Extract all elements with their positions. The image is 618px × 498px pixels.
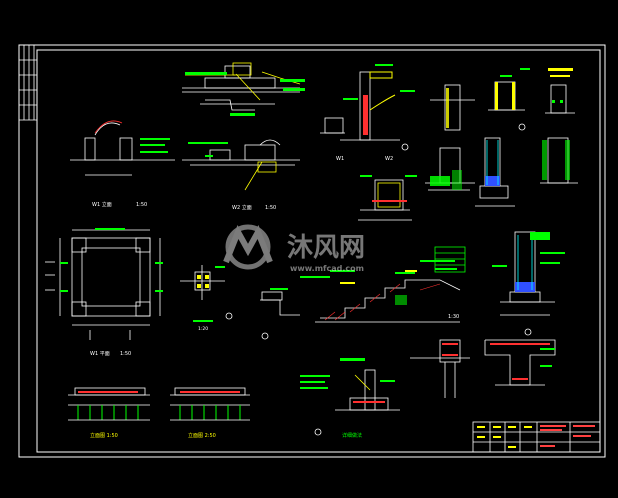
watermark-brand: 沐风网 [287,233,365,263]
column-detail-1 [430,84,475,131]
w2-elevation-label: W2 立面 [232,204,252,211]
foundation-detail-2-cyan [486,140,499,185]
beam-detail-2-green [540,348,555,367]
binding-strip [19,45,37,121]
w1-arch-red [94,120,123,134]
column-detail-3 [545,84,575,114]
foundation-detail-4-red [372,200,407,202]
column-detail-2-yellow [495,82,515,110]
wall-section-yellow [354,374,371,391]
w1-elevation-scale: 1:50 [136,202,147,208]
stair-profile [260,279,461,323]
w1-top-green [185,72,305,116]
stair-annot-box [434,246,466,273]
beam-detail-1-red [442,343,458,356]
foundation-detail-1-hatch [430,170,462,190]
sheet-inner-border [36,49,601,453]
detail-1-label: W1 [336,156,344,162]
w2-elevation-annot [244,161,277,191]
foundation-detail-4-green [360,175,417,177]
stair-yellow [340,270,417,284]
w1-section-red [363,95,368,135]
detail-marker-a [401,143,409,151]
wall-section [335,369,400,411]
bottom-detail-label: 详细做法 [342,432,362,439]
w1-section-yellow [369,71,396,111]
foundation-detail-4 [358,179,412,221]
w1-plan-dims [60,228,163,292]
foundation-detail-2 [475,137,515,207]
column-plan [180,265,225,300]
beam-detail-2-red [490,343,550,380]
wall-elevation-1 [68,387,150,406]
title-block-text [540,425,595,447]
column-detail-2 [488,81,526,131]
sheet-outer-border [18,44,606,458]
watermark-url: www.mfcad.com [290,264,364,273]
pier-detail [500,231,555,316]
wall-elevation-1-posts [77,405,139,420]
w1-elevation-label: W1 立面 [92,201,112,208]
beam-detail-2 [484,339,556,386]
foundation-detail-4-yellow [377,182,401,208]
w1-arch-green [140,138,170,153]
small-detail-scale: 1:20 [198,326,208,332]
w1-plan-ticks [45,261,131,340]
w1-plan-label: W1 平面 [90,351,110,357]
detail-2-label: W2 [385,156,393,162]
section-1-label: 立面图 1:50 [90,432,118,439]
w2-elevation-scale: 1:50 [265,205,276,211]
wall-section-green [300,358,395,389]
wall-elevation-1-red [78,391,138,393]
mf-logo-icon [223,224,273,270]
section-2-label: 立面图 2:50 [188,432,216,439]
foundation-detail-2-blue [485,176,500,186]
w1-plan [59,229,161,326]
column-detail-1-fill [446,88,449,128]
column-detail-2-green [500,68,530,77]
stair-green [270,260,457,305]
w2-elevation [182,139,300,166]
stair-hatch [324,283,441,321]
detail-marker-e [314,428,322,436]
wall-elevation-2-red [180,391,240,393]
detail-marker-b [225,312,233,320]
column-detail-3-dots [552,100,563,103]
title-block [472,421,601,453]
w1-section-green [343,64,415,100]
wall-elevation-2 [170,387,250,406]
w1-section [320,71,400,141]
w2-elevation-green [188,142,228,157]
stair-detail-scale: 1:30 [448,314,459,320]
pier-detail-cyan [517,235,533,290]
wall-elevation-2-posts [179,405,241,420]
w1-arch-elevation [70,122,175,176]
column-plan-labels [193,266,225,322]
detail-marker-d [524,328,532,336]
column-detail-3-markers [548,68,573,77]
foundation-detail-3-green [542,140,570,180]
beam-detail-1 [410,339,470,398]
detail-marker-c [261,332,269,340]
title-block-marks [477,426,532,448]
w1-plan-scale: 1:50 [120,351,131,357]
pier-detail-blue [515,282,535,292]
column-plan-fill [197,275,209,288]
wall-section-red [353,401,385,403]
pier-detail-green [492,232,565,267]
